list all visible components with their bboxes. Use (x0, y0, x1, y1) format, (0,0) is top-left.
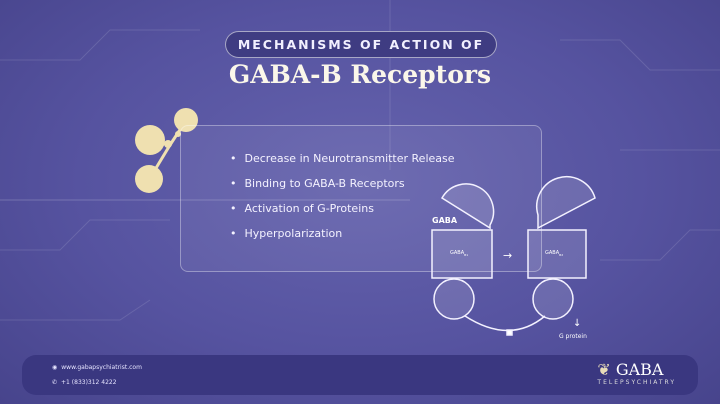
list-item-text: Decrease in Neurotransmitter Release (244, 152, 455, 165)
list-item: •Activation of G-Proteins (230, 202, 374, 215)
website-link[interactable]: ◉www.gabapsychiatrist.com (52, 364, 142, 371)
receptor-b1-lobe (433, 278, 475, 320)
list-item: •Hyperpolarization (230, 227, 343, 240)
list-item-text: Binding to GABA-B Receptors (244, 177, 405, 190)
globe-icon: ◉ (52, 364, 58, 371)
mechanisms-list: •Decrease in Neurotransmitter Release •B… (230, 152, 455, 252)
receptor-b2-lobe (532, 278, 574, 320)
molecule-icon (135, 108, 198, 193)
subtitle-pill: MECHANISMS OF ACTION OF (225, 31, 497, 58)
receptor-b2-label: GABAB2 (545, 250, 564, 257)
lotus-icon: ❦ (597, 360, 611, 379)
receptor-b1-box (431, 229, 493, 279)
footer: ◉www.gabapsychiatrist.com ✆+1 (833)312 4… (22, 355, 698, 395)
ligand-domain-1 (440, 183, 495, 230)
g-protein-label: G protein (559, 333, 587, 340)
list-item: •Binding to GABA-B Receptors (230, 177, 405, 190)
list-item: •Decrease in Neurotransmitter Release (230, 152, 455, 165)
receptor-b1-label: GABAB1 (450, 250, 469, 257)
receptor-diagram (431, 176, 596, 336)
brand-logo: ❦GABA TELEPSYCHIATRY (597, 360, 676, 386)
phone-icon: ✆ (52, 379, 58, 386)
gaba-label: GABA (432, 216, 458, 225)
list-item-text: Activation of G-Proteins (244, 202, 374, 215)
arrow-right-icon: → (503, 249, 513, 262)
phone-link[interactable]: ✆+1 (833)312 4222 (52, 379, 117, 386)
page-title: GABA-B Receptors (228, 60, 492, 89)
subtitle: MECHANISMS OF ACTION OF (237, 37, 485, 52)
mechanisms-panel (180, 125, 542, 272)
ligand-domain-2 (536, 176, 596, 230)
arrow-down-icon: ↓ (573, 318, 582, 329)
list-item-text: Hyperpolarization (244, 227, 343, 240)
receptor-b2-box (527, 229, 587, 279)
